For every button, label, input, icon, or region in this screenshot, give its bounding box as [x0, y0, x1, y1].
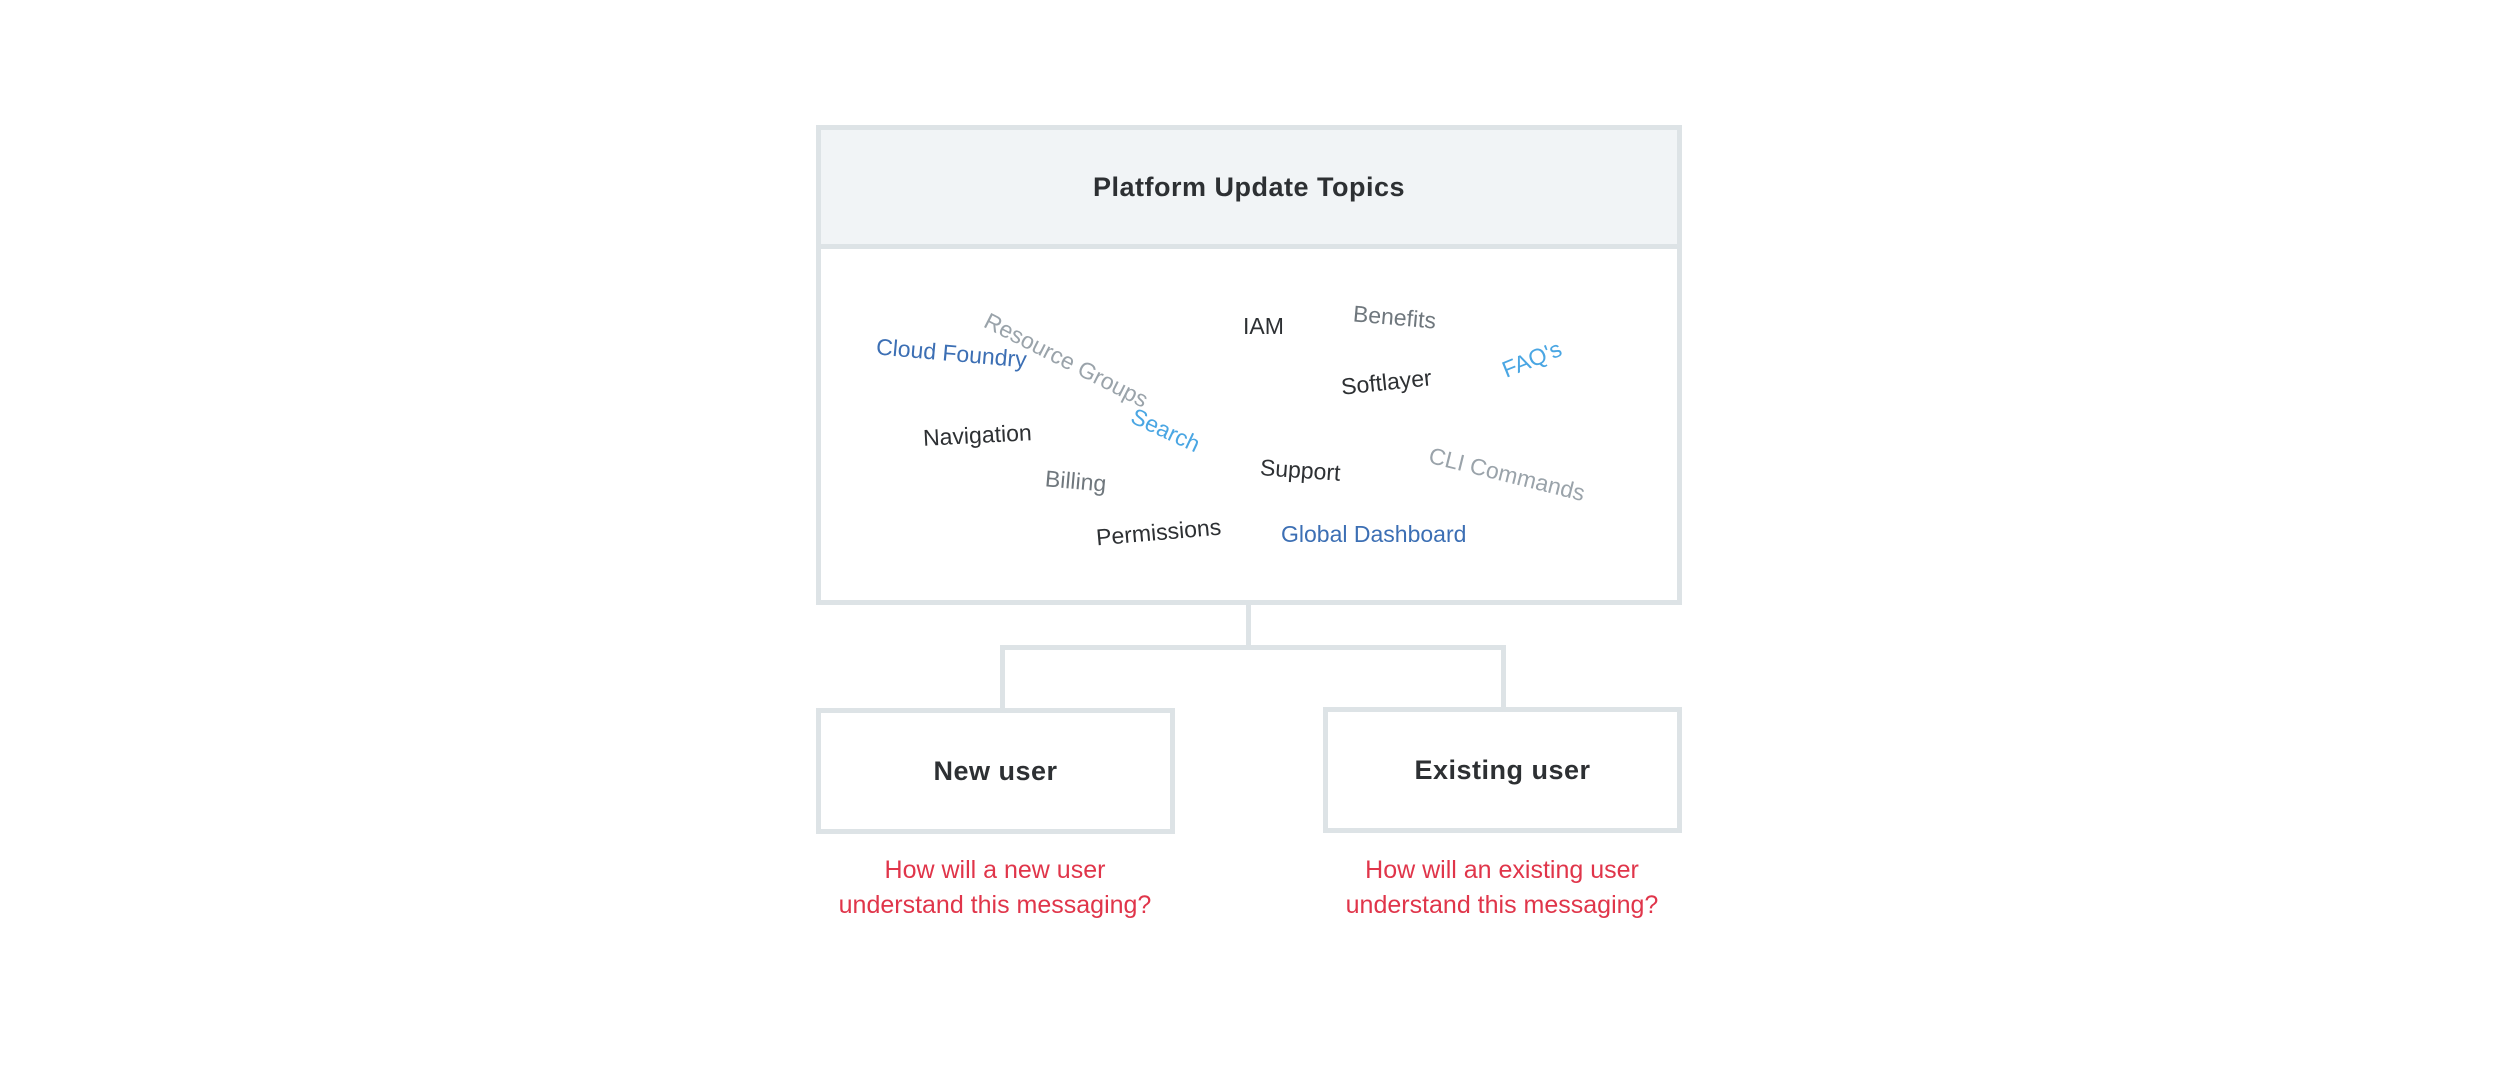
- new-user-label: New user: [933, 755, 1058, 786]
- topic-search: Search: [1127, 402, 1205, 458]
- new-user-question-line1: How will a new user: [884, 856, 1106, 884]
- topic-faqs: FAQ's: [1498, 335, 1566, 383]
- new-user-question-line2: understand this messaging?: [838, 891, 1152, 919]
- topic-billing: Billing: [1044, 465, 1108, 497]
- existing-user-question: How will an existing user understand thi…: [1292, 853, 1712, 923]
- topic-softlayer: Softlayer: [1339, 364, 1433, 400]
- topic-benefits: Benefits: [1352, 300, 1438, 334]
- topics-title-box: Platform Update Topics: [816, 125, 1682, 249]
- existing-user-question-line2: understand this messaging?: [1345, 891, 1659, 919]
- topics-cloud-box: Cloud Foundry Resource Groups IAM Benefi…: [816, 244, 1682, 605]
- connector-right-drop: [1501, 645, 1506, 712]
- topic-permissions: Permissions: [1095, 513, 1223, 551]
- topic-iam: IAM: [1243, 313, 1284, 339]
- existing-user-label: Existing user: [1414, 754, 1591, 785]
- new-user-box: New user: [816, 708, 1175, 834]
- existing-user-question-line1: How will an existing user: [1365, 856, 1639, 884]
- topic-global-dashboard: Global Dashboard: [1281, 521, 1467, 547]
- topic-support: Support: [1259, 454, 1342, 486]
- topic-navigation: Navigation: [922, 419, 1033, 451]
- existing-user-box: Existing user: [1323, 707, 1682, 833]
- topics-title: Platform Update Topics: [1092, 171, 1406, 202]
- connector-left-drop: [1000, 645, 1005, 713]
- connector-stem: [1246, 600, 1251, 650]
- topic-cli-commands: CLI Commands: [1426, 442, 1588, 506]
- new-user-question: How will a new user understand this mess…: [785, 853, 1205, 923]
- connector-horizontal: [1000, 645, 1506, 650]
